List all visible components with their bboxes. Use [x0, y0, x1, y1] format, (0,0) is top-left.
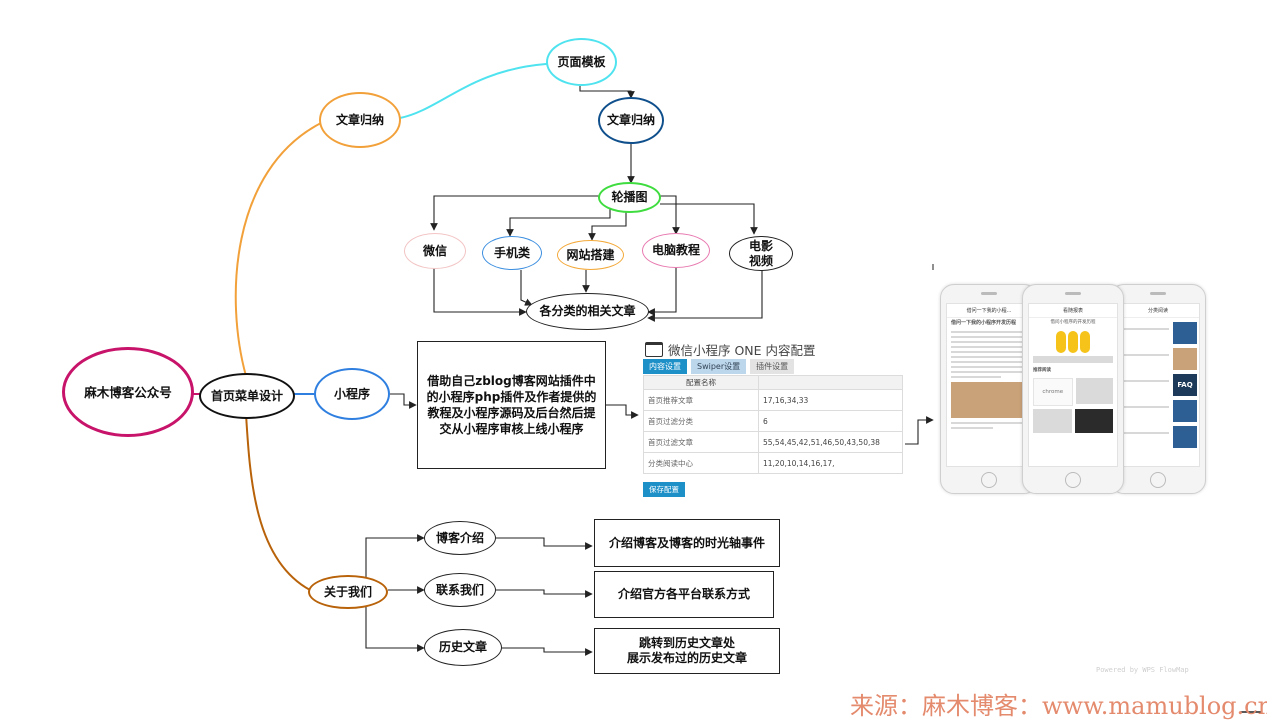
config-key: 首页推荐文章 — [643, 389, 759, 411]
link-desc-config — [606, 404, 639, 419]
home-button — [981, 472, 997, 488]
mini-program-desc-box[interactable]: 借助自己zblog博客网站插件中的小程序php插件及作者提供的教程及小程序源码及… — [417, 341, 606, 469]
blog-intro-desc-box[interactable]: 介绍博客及博客的时光轴事件 — [594, 519, 780, 567]
config-value[interactable]: 11,20,10,14,16,17, — [758, 452, 903, 474]
phone3-title: 分类阅读 — [1117, 304, 1199, 318]
history-desc-line2: 展示发布过的历史文章 — [626, 651, 747, 665]
tab-plugin-settings[interactable]: 插件设置 — [750, 359, 795, 374]
link-about-intro — [365, 534, 425, 578]
faq-tile: FAQ — [1173, 374, 1197, 396]
link-archive-template — [399, 63, 547, 119]
phone-mockup-1: 借问一下我的小程... 借问一下我的小程序开发历程 — [940, 284, 1038, 494]
menu-design-node[interactable]: 首页菜单设计 — [199, 373, 295, 419]
movie-video-node[interactable]: 电影视频 — [729, 236, 793, 271]
phone-mockup-2: 看随报表 借问小程序的开发历程 推荐阅读 chrome — [1022, 284, 1124, 494]
mini-program-node[interactable]: 小程序 — [314, 368, 390, 420]
config-key: 分类阅读中心 — [643, 452, 759, 474]
tab-content-settings[interactable]: 内容设置 — [643, 359, 687, 374]
source-caption: 来源：麻木博客：www.mamublog.cn — [850, 692, 1267, 720]
window-icon — [645, 342, 663, 357]
category-articles-node[interactable]: 各分类的相关文章 — [526, 293, 649, 330]
config-key: 首页过滤分类 — [643, 410, 759, 432]
chrome-label: chrome — [1042, 389, 1064, 395]
wechat-node[interactable]: 微信 — [404, 233, 466, 269]
page-template-node[interactable]: 页面模板 — [546, 38, 617, 86]
phone-mockup-3: 分类阅读 FAQ — [1110, 284, 1206, 494]
phone2-title: 看随报表 — [1029, 304, 1117, 318]
link-template-archive2 — [579, 86, 635, 99]
about-us-node[interactable]: 关于我们 — [308, 575, 388, 609]
config-panel-title: 微信小程序 ONE 内容配置 — [645, 340, 816, 359]
link-mobile-articles — [520, 270, 533, 306]
link-wechat-articles — [433, 268, 527, 316]
config-value[interactable]: 17,16,34,33 — [758, 389, 903, 411]
watermark: Powered by WPS FlowMap — [1096, 666, 1189, 674]
contact-us-desc-box[interactable]: 介绍官方各平台联系方式 — [594, 571, 774, 618]
computer-tutorial-node[interactable]: 电脑教程 — [642, 233, 710, 268]
phone2-heading: 借问小程序的开发历程 — [1050, 320, 1096, 325]
link-movie-articles — [647, 270, 763, 322]
blog-intro-node[interactable]: 博客介绍 — [424, 521, 496, 555]
tab-swiper-settings[interactable]: Swiper设置 — [691, 359, 747, 374]
link-carousel-movie — [660, 203, 758, 235]
config-key: 首页过滤文章 — [643, 431, 759, 453]
link-carousel-website — [588, 212, 627, 241]
history-desc-line1: 跳转到历史文章处 — [638, 636, 735, 650]
link-carousel-mobile — [506, 204, 611, 237]
save-config-button[interactable]: 保存配置 — [643, 482, 685, 497]
link-intro-desc — [496, 537, 593, 550]
carousel-node[interactable]: 轮播图 — [598, 182, 661, 213]
config-header-blank — [758, 375, 903, 390]
website-build-node[interactable]: 网站搭建 — [557, 240, 624, 270]
root-node[interactable]: 麻木博客公众号 — [62, 347, 194, 437]
link-mini-desc — [390, 393, 417, 409]
contact-us-node[interactable]: 联系我们 — [424, 573, 496, 607]
link-carousel-wechat — [430, 195, 600, 231]
link-history-desc — [502, 647, 593, 656]
config-header: 配置名称 — [643, 375, 759, 390]
phone1-heading: 借问一下我的小程序开发历程 — [951, 320, 1017, 326]
link-menu-about — [245, 413, 311, 591]
history-desc-box[interactable]: 跳转到历史文章处 展示发布过的历史文章 — [594, 628, 780, 674]
config-value[interactable]: 6 — [758, 410, 903, 432]
history-articles-node[interactable]: 历史文章 — [424, 629, 502, 666]
config-tabs: 内容设置 Swiper设置 插件设置 — [643, 359, 795, 374]
home-button — [1150, 472, 1166, 488]
link-config-phones — [905, 416, 934, 445]
link-carousel-computer — [658, 195, 680, 235]
link-computer-articles — [647, 268, 677, 316]
article-archive-2-node[interactable]: 文章归纳 — [598, 97, 664, 144]
mobile-node[interactable]: 手机类 — [482, 236, 542, 270]
chrome-tile: chrome — [1033, 378, 1073, 406]
home-button — [1065, 472, 1081, 488]
link-menu-archive — [234, 122, 322, 377]
config-value[interactable]: 55,54,45,42,51,46,50,43,50,38 — [758, 431, 903, 453]
link-contact-desc — [496, 589, 593, 598]
config-title-text: 微信小程序 ONE 内容配置 — [668, 343, 816, 358]
phone2-section: 推荐阅读 — [1033, 368, 1051, 373]
link-about-history — [365, 602, 425, 652]
phone1-title: 借问一下我的小程... — [947, 304, 1031, 318]
article-archive-node[interactable]: 文章归纳 — [319, 92, 401, 148]
config-panel-screenshot: 微信小程序 ONE 内容配置 内容设置 Swiper设置 插件设置 配置名称 首… — [641, 338, 903, 498]
